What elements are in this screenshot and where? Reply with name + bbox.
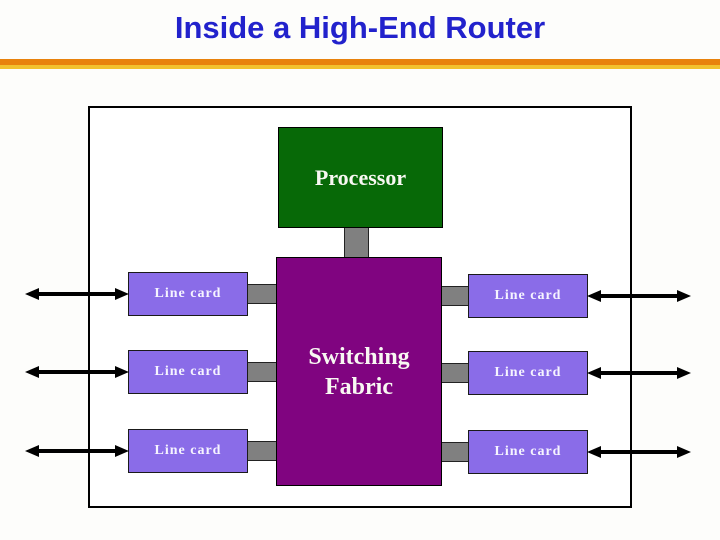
title-underline-orange-stripe [0,59,720,65]
linecard-fabric-connector [440,363,470,383]
line-card-right-1: Line card [468,274,588,318]
bidirectional-arrow-icon [25,288,129,300]
bidirectional-arrow-icon [587,290,691,302]
line-card-label: Line card [154,364,222,379]
linecard-fabric-connector [247,284,277,304]
line-card-right-3: Line card [468,430,588,474]
bidirectional-arrow-icon [25,366,129,378]
page-title: Inside a High-End Router [174,10,546,45]
bidirectional-arrow-icon [25,445,129,457]
linecard-fabric-connector [440,286,470,306]
linecard-fabric-connector [247,441,277,461]
line-card-label: Line card [154,443,222,458]
line-card-left-2: Line card [128,350,248,394]
bidirectional-arrow-icon [587,446,691,458]
line-card-left-3: Line card [128,429,248,473]
line-card-label: Line card [494,365,562,380]
line-card-label: Line card [494,444,562,459]
line-card-label: Line card [494,288,562,303]
bidirectional-arrow-icon [587,367,691,379]
linecard-fabric-connector [247,362,277,382]
line-card-label: Line card [154,286,222,301]
title-underline [0,59,720,69]
title-underline-gold-stripe [0,65,720,69]
switching-fabric-label: Switching Fabric [308,343,410,400]
linecard-fabric-connector [440,442,470,462]
processor-box: Processor [278,127,443,228]
processor-label: Processor [314,164,407,190]
processor-fabric-connector [344,226,369,258]
switching-fabric-box: Switching Fabric [276,257,442,486]
line-card-right-2: Line card [468,351,588,395]
line-card-left-1: Line card [128,272,248,316]
